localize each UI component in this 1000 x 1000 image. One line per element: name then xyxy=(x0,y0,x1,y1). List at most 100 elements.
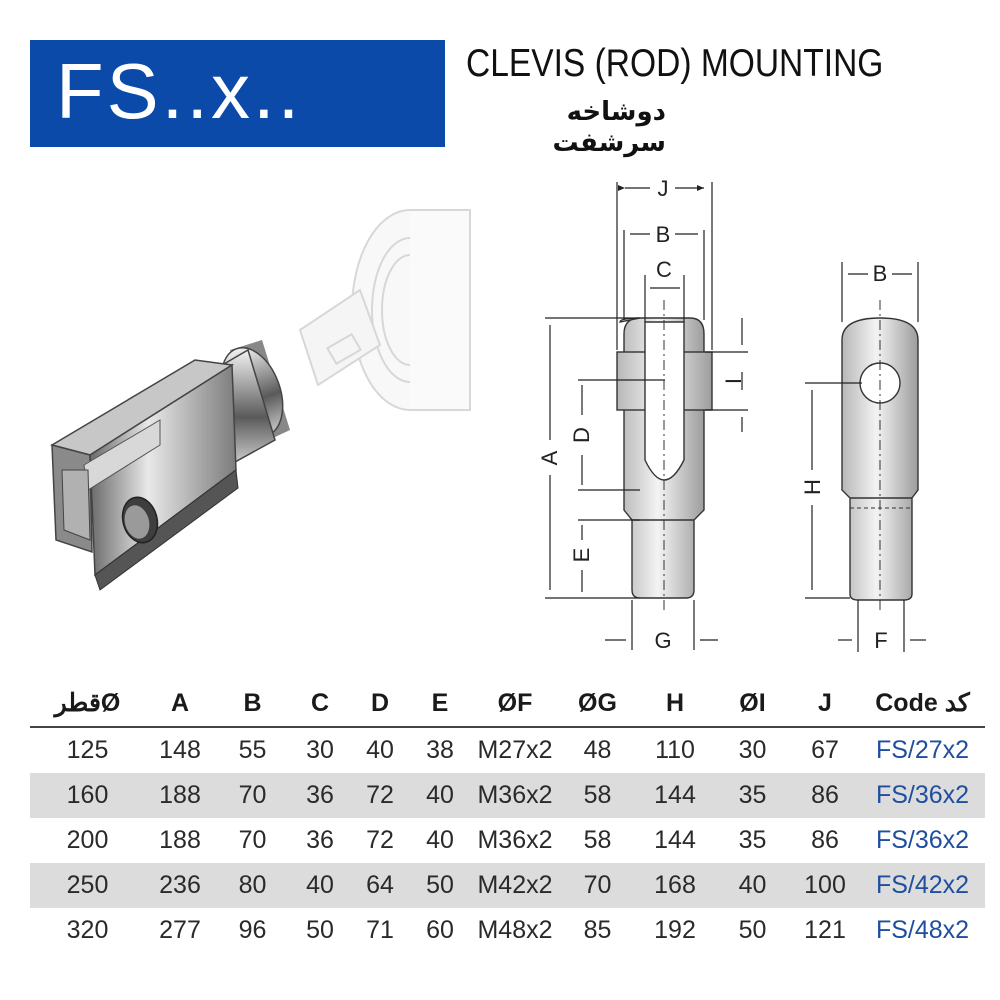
dim-label-j: J xyxy=(658,176,669,201)
cell-a: 236 xyxy=(145,863,215,908)
side-view-dimensions xyxy=(805,262,926,652)
dim-label-e: E xyxy=(569,548,594,563)
cell-i: 40 xyxy=(715,863,790,908)
cell-diameter: 320 xyxy=(66,916,109,944)
cell-h: 144 xyxy=(635,773,715,818)
cell-h: 168 xyxy=(635,863,715,908)
cell-diameter: 250 xyxy=(30,863,145,908)
cell-e: 38 xyxy=(426,736,454,764)
cell-i: 50 xyxy=(738,916,767,944)
dim-label-h: H xyxy=(800,479,825,495)
col-header-g: ØG xyxy=(560,680,635,728)
cell-code: FS/36x2 xyxy=(875,826,970,854)
cell-d: 64 xyxy=(350,863,410,908)
col-header-h: H xyxy=(635,680,715,728)
col-header-diameter: قطرØ xyxy=(30,680,145,728)
cell-i: 30 xyxy=(738,736,767,764)
cell-d: 40 xyxy=(366,736,394,764)
cell-code: FS/42x2 xyxy=(860,863,985,908)
cell-i: 35 xyxy=(738,826,767,854)
table-row: 160 188 70 36 72 40 M36x2 58 144 35 86 F… xyxy=(30,773,985,818)
cell-g: 48 xyxy=(583,736,612,764)
cell-diameter: 125 xyxy=(66,736,109,764)
cell-f: M42x2 xyxy=(470,863,560,908)
cell-d: 71 xyxy=(366,916,394,944)
col-header-f: ØF xyxy=(470,680,560,728)
cell-f: M36x2 xyxy=(470,773,560,818)
clevis-3d-illustration xyxy=(50,340,290,591)
cell-c: 40 xyxy=(290,863,350,908)
side-view-drawing xyxy=(841,300,919,612)
cell-code: FS/36x2 xyxy=(860,773,985,818)
table-row: 125 148 55 30 40 38 M27x2 48 110 30 67 F… xyxy=(30,727,985,773)
cell-g: 58 xyxy=(583,826,612,854)
cell-j: 67 xyxy=(811,736,839,764)
dimensions-table: قطرØ A B C D E ØF ØG H ØI J Code کد 125 … xyxy=(30,680,985,953)
cell-d: 72 xyxy=(366,826,394,854)
cell-h: 192 xyxy=(654,916,696,944)
cell-e: 40 xyxy=(426,826,454,854)
cell-g: 58 xyxy=(560,773,635,818)
cell-b: 96 xyxy=(238,916,267,944)
cell-e: 50 xyxy=(410,863,470,908)
cell-f: M27x2 xyxy=(477,736,553,764)
cell-j: 86 xyxy=(811,826,839,854)
cell-code: FS/27x2 xyxy=(875,736,970,764)
cell-e: 60 xyxy=(426,916,454,944)
code-banner: FS..x.. xyxy=(30,40,445,147)
cell-c: 50 xyxy=(306,916,334,944)
table-row: 320 277 96 50 71 60 M48x2 85 192 50 121 … xyxy=(30,908,985,953)
col-header-a: A xyxy=(145,680,215,728)
cell-b: 70 xyxy=(238,826,267,854)
cell-a: 277 xyxy=(159,916,201,944)
col-header-i: ØI xyxy=(715,680,790,728)
cell-g: 85 xyxy=(583,916,612,944)
dim-label-b: B xyxy=(656,222,671,247)
cell-h: 144 xyxy=(654,826,696,854)
cell-j: 121 xyxy=(804,916,846,944)
cell-a: 148 xyxy=(159,736,201,764)
product-code: FS..x.. xyxy=(56,47,303,135)
col-header-b: B xyxy=(215,680,290,728)
cell-b: 80 xyxy=(215,863,290,908)
cell-c: 36 xyxy=(290,773,350,818)
dim-label-f: F xyxy=(874,628,887,653)
side-dim-label-b: B xyxy=(873,261,888,286)
cylinder-ghost xyxy=(298,209,471,411)
col-header-e: E xyxy=(410,680,470,728)
dim-label-c: C xyxy=(656,257,672,282)
title-english: CLEVIS (ROD) MOUNTING xyxy=(466,42,884,85)
cell-e: 40 xyxy=(410,773,470,818)
technical-illustration: J B C A D E I G B H F xyxy=(50,176,926,653)
dim-label-d: D xyxy=(569,427,594,443)
cell-a: 188 xyxy=(159,826,201,854)
cell-f: M36x2 xyxy=(477,826,553,854)
dim-label-a: A xyxy=(537,450,562,465)
cell-j: 86 xyxy=(790,773,860,818)
cell-diameter: 160 xyxy=(30,773,145,818)
table-row: 250 236 80 40 64 50 M42x2 70 168 40 100 … xyxy=(30,863,985,908)
cell-f: M48x2 xyxy=(477,916,553,944)
cell-c: 36 xyxy=(306,826,334,854)
cell-d: 72 xyxy=(350,773,410,818)
col-header-d: D xyxy=(350,680,410,728)
cell-b: 70 xyxy=(215,773,290,818)
table-header-row: قطرØ A B C D E ØF ØG H ØI J Code کد xyxy=(30,680,985,728)
cell-h: 110 xyxy=(655,736,695,764)
col-header-c: C xyxy=(290,680,350,728)
cell-i: 35 xyxy=(715,773,790,818)
cell-c: 30 xyxy=(306,736,334,764)
cell-code: FS/48x2 xyxy=(875,916,970,944)
front-view-dimensions xyxy=(545,182,748,650)
cell-g: 70 xyxy=(560,863,635,908)
col-header-j: J xyxy=(790,680,860,728)
table-row: 200 188 70 36 72 40 M36x2 58 144 35 86 F… xyxy=(30,818,985,863)
cell-a: 188 xyxy=(145,773,215,818)
dim-label-i: I xyxy=(721,378,746,384)
col-header-code: Code کد xyxy=(860,680,985,728)
front-view-drawing xyxy=(616,300,713,610)
cell-diameter: 200 xyxy=(66,826,109,854)
cell-j: 100 xyxy=(790,863,860,908)
cell-b: 55 xyxy=(238,736,267,764)
title-persian: دوشاخه سرشفت xyxy=(552,96,666,157)
